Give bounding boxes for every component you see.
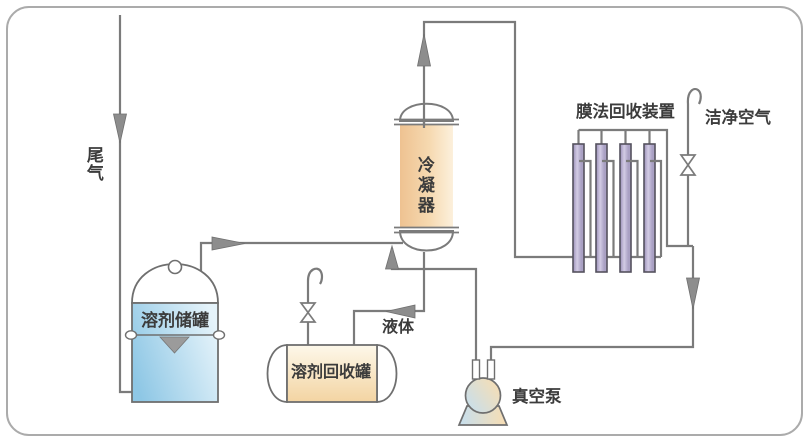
clean-air-valve-icon: [679, 154, 697, 167]
pipe-membrane-side-3: [626, 159, 639, 257]
membrane-tube-1: [572, 143, 585, 273]
membrane-tube-3: [619, 143, 632, 273]
pipe-tank-to-condenser: [199, 241, 403, 282]
pipe-clean-air-hook: [686, 87, 702, 155]
arrow-up-condenser-top: [417, 33, 431, 67]
membrane-tubes: [572, 143, 656, 273]
label-vacuum-pump: 真空泵: [512, 388, 562, 406]
pump-housing: [464, 377, 502, 414]
label-tail-gas: 尾气: [83, 146, 103, 182]
storage-tank-lug-right: [212, 330, 226, 340]
pipe-recovery-vent-hook: [306, 267, 324, 303]
valves: [299, 154, 697, 323]
pipes-front: [118, 15, 702, 394]
recovery-tank-right-dome: [376, 344, 398, 403]
recovery-tank-left-dome: [266, 344, 288, 403]
pump-stub-right: [486, 359, 496, 380]
arrow-left-liquid: [385, 304, 416, 319]
condenser-vessel: [394, 102, 459, 252]
pipe-membrane-side-1: [579, 159, 592, 257]
vacuum-pump: [457, 359, 509, 426]
label-condenser: 冷凝器: [414, 156, 434, 216]
label-solvent-storage-tank: 溶剂储罐: [141, 311, 209, 330]
arrow-down-to-pump: [686, 277, 700, 310]
storage-tank-lug-left: [124, 330, 138, 340]
storage-tank-funnel-icon: [159, 336, 190, 354]
membrane-tube-2: [595, 143, 608, 273]
solvent-storage-tank: [124, 259, 226, 403]
arrow-down-tail-gas: [113, 113, 127, 144]
pipe-membrane-side-2: [602, 159, 615, 257]
storage-tank-knob: [167, 259, 183, 275]
arrow-right-tank-vent: [211, 236, 246, 251]
label-solvent-recovery-tank: 溶剂回收罐: [291, 364, 372, 381]
recovery-vent-valve-icon: [299, 302, 317, 314]
pipe-membrane-top-manifold: [578, 128, 693, 248]
solvent-recovery-tank: [266, 344, 398, 403]
pipe-membrane-side-4: [650, 159, 663, 257]
recovery-tank-body: [286, 344, 378, 403]
label-clean-air: 洁净空气: [705, 109, 771, 127]
condenser-flanges: [394, 118, 459, 234]
label-membrane-unit: 膜法回收装置: [576, 103, 675, 121]
pump-stub-left: [471, 359, 481, 380]
label-liquid: 液体: [382, 319, 415, 336]
condenser-body: [400, 124, 453, 228]
membrane-tube-4: [643, 143, 656, 273]
arrow-up-into-condenser: [384, 244, 400, 270]
flow-arrows: [113, 33, 700, 319]
